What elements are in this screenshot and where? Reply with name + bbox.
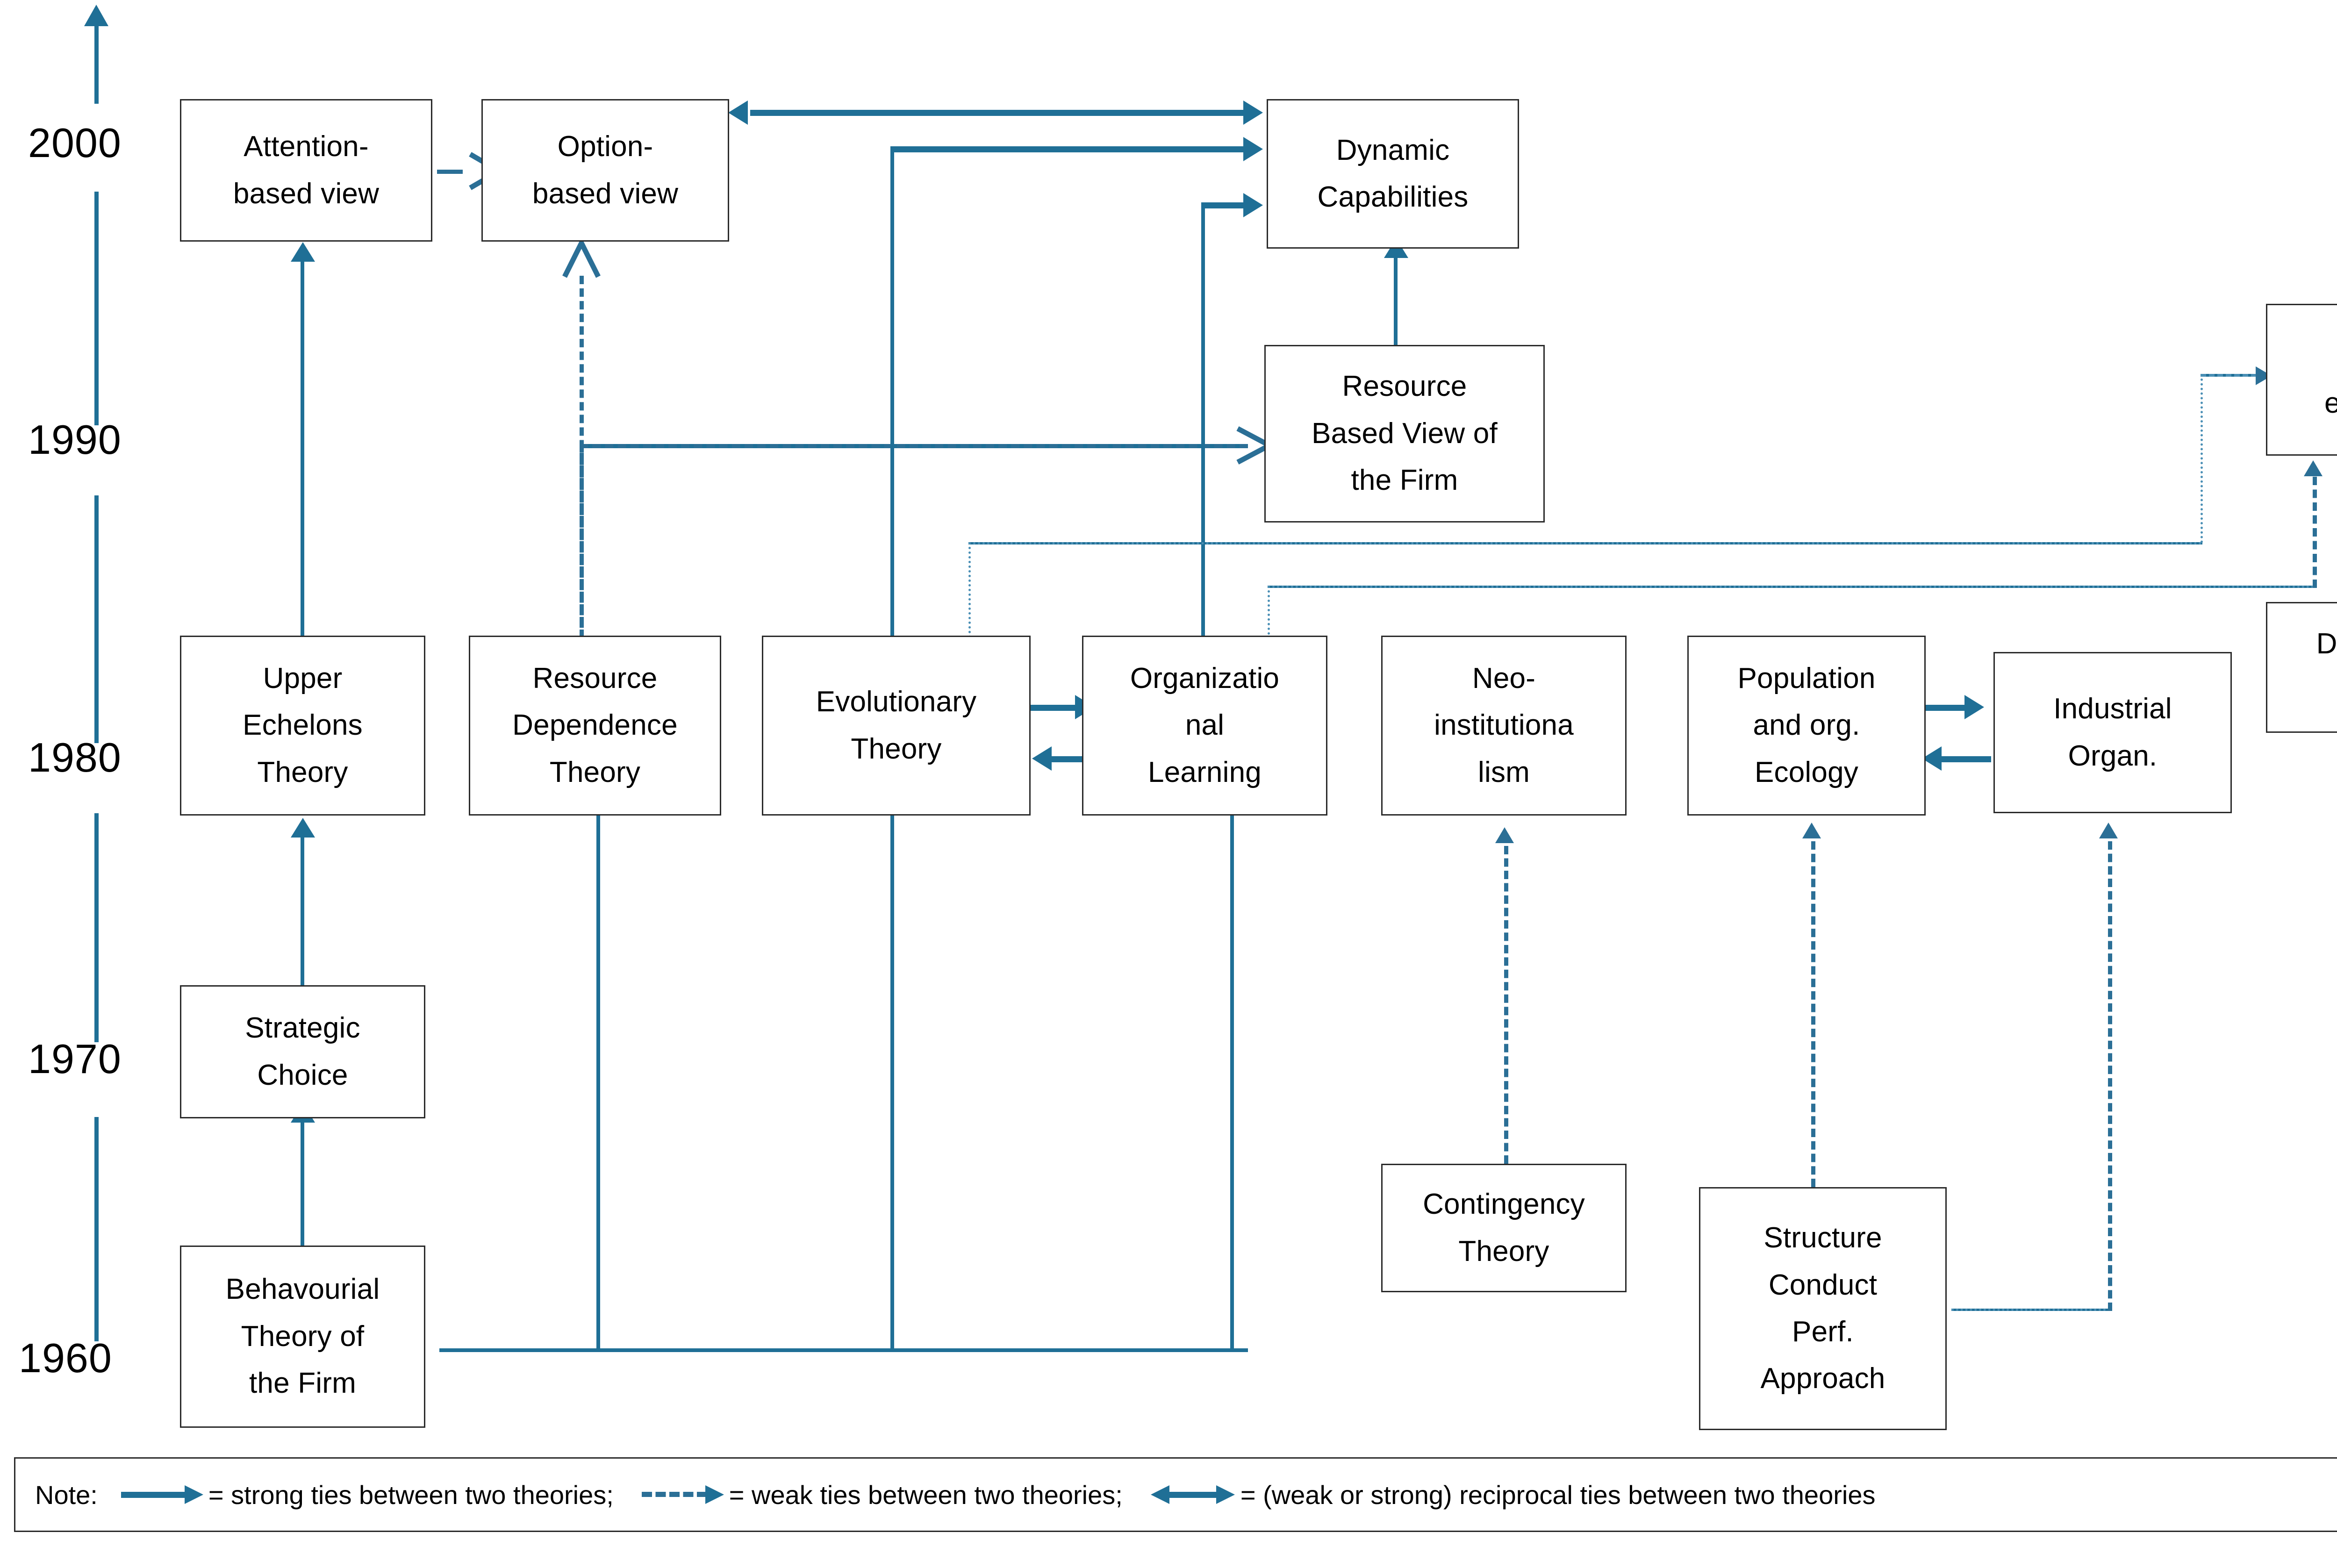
edge-rdt-riser — [580, 444, 584, 640]
edge-btf-to-orglearning — [1230, 729, 1234, 1351]
edge-contingency-to-neoinstitutionalism — [1504, 846, 1508, 1164]
axis-segment — [94, 192, 99, 425]
edge-orglearning-to-dc-riser — [1201, 205, 1205, 644]
strong-tie-arrow-icon — [121, 1485, 208, 1504]
legend-item-weak: = weak ties between two theories; — [641, 1480, 1123, 1510]
arrowhead-up-icon — [2099, 823, 2118, 838]
arrowhead-left-icon — [728, 100, 748, 125]
edge-option-dc-reciprocal — [750, 110, 1246, 116]
year-label-1980: 1980 — [28, 734, 122, 780]
edge-attention-to-option — [437, 170, 463, 174]
chevron-up-arrowhead-icon — [562, 237, 601, 278]
arrowhead-right-icon — [1243, 193, 1263, 217]
axis-segment — [94, 24, 99, 104]
edge-evolutionary-to-coevolution-riser — [968, 542, 971, 643]
legend-item-reciprocal: = (weak or strong) reciprocal ties betwe… — [1150, 1480, 1876, 1510]
year-label-1960: 1960 — [19, 1335, 112, 1381]
arrowhead-up-icon — [2304, 460, 2323, 476]
edge-scp-to-population-ecology — [1811, 841, 1815, 1187]
edge-strategic-choice-to-upper-echelons — [301, 837, 304, 986]
arrowhead-right-icon — [1243, 137, 1263, 161]
edge-upper-echelons-to-attention — [301, 262, 304, 636]
edge-coevolution-entry-a — [2201, 374, 2257, 377]
arrowhead-right-icon — [1243, 100, 1263, 125]
arrowhead-up-icon — [1495, 827, 1514, 843]
legend-text-reciprocal: = (weak or strong) reciprocal ties betwe… — [1240, 1480, 1876, 1510]
edge-evolutionary-to-dc-riser — [890, 149, 894, 644]
edge-coevolution-riser-b — [2313, 477, 2317, 588]
year-label-1990: 1990 — [28, 416, 122, 463]
edge-orglearning-to-coevolution-riser — [1268, 586, 1270, 644]
edge-rbv-to-dc — [1394, 257, 1398, 365]
axis-segment — [94, 813, 99, 1042]
legend-text-strong: = strong ties between two theories; — [208, 1480, 614, 1510]
arrowhead-left-icon — [1032, 746, 1052, 771]
node-attention-based-view[interactable]: Attention-based view — [180, 99, 432, 242]
edge-btf-to-rdt — [596, 729, 600, 1351]
legend-item-strong: = strong ties between two theories; — [121, 1480, 614, 1510]
edge-evolutionary-to-coevolution — [968, 542, 2202, 544]
node-co-evolution[interactable]: Co-evolution — [2266, 304, 2337, 456]
edge-btf-trunk — [439, 1348, 1248, 1352]
arrowhead-right-icon — [1964, 695, 1984, 719]
edge-btf-to-evolutionary — [890, 729, 894, 1351]
edge-rdt-to-rbv — [580, 444, 1248, 448]
reciprocal-tie-arrow-icon — [1150, 1485, 1240, 1504]
weak-tie-arrow-icon — [641, 1485, 728, 1504]
year-label-1970: 1970 — [28, 1036, 122, 1082]
edge-orglearning-to-coevolution — [1268, 586, 2315, 588]
arrowhead-up-icon — [1802, 823, 1821, 838]
edge-evo-orglearning-right — [1031, 705, 1082, 711]
arrowhead-up-icon — [291, 242, 315, 262]
axis-segment — [94, 1117, 99, 1341]
arrowhead-up-icon — [291, 818, 315, 838]
edge-scp-to-industrial-organ-run — [1951, 1309, 2110, 1311]
edge-popecology-to-industrial — [1921, 705, 1972, 711]
edge-coevolution-drop-a — [2201, 374, 2203, 543]
edge-btf-to-strategic-choice — [301, 1122, 304, 1246]
edge-orglearning-to-dc — [1201, 202, 1246, 208]
axis-arrowhead-icon — [84, 5, 108, 26]
node-option-based-view[interactable]: Option-based view — [481, 99, 729, 242]
legend-note-label: Note: — [35, 1480, 98, 1510]
edge-scp-to-industrial-organ-riser — [2108, 841, 2112, 1311]
axis-segment — [94, 495, 99, 743]
year-label-2000: 2000 — [28, 120, 122, 166]
edge-industrial-to-popecology — [1940, 756, 1991, 762]
legend-box: Note: = strong ties between two theories… — [14, 1457, 2337, 1532]
edge-evolutionary-to-dc — [890, 146, 1246, 152]
node-dialectical-views[interactable]: DialecticalViews — [2266, 602, 2337, 733]
legend-text-weak: = weak ties between two theories; — [729, 1480, 1123, 1510]
